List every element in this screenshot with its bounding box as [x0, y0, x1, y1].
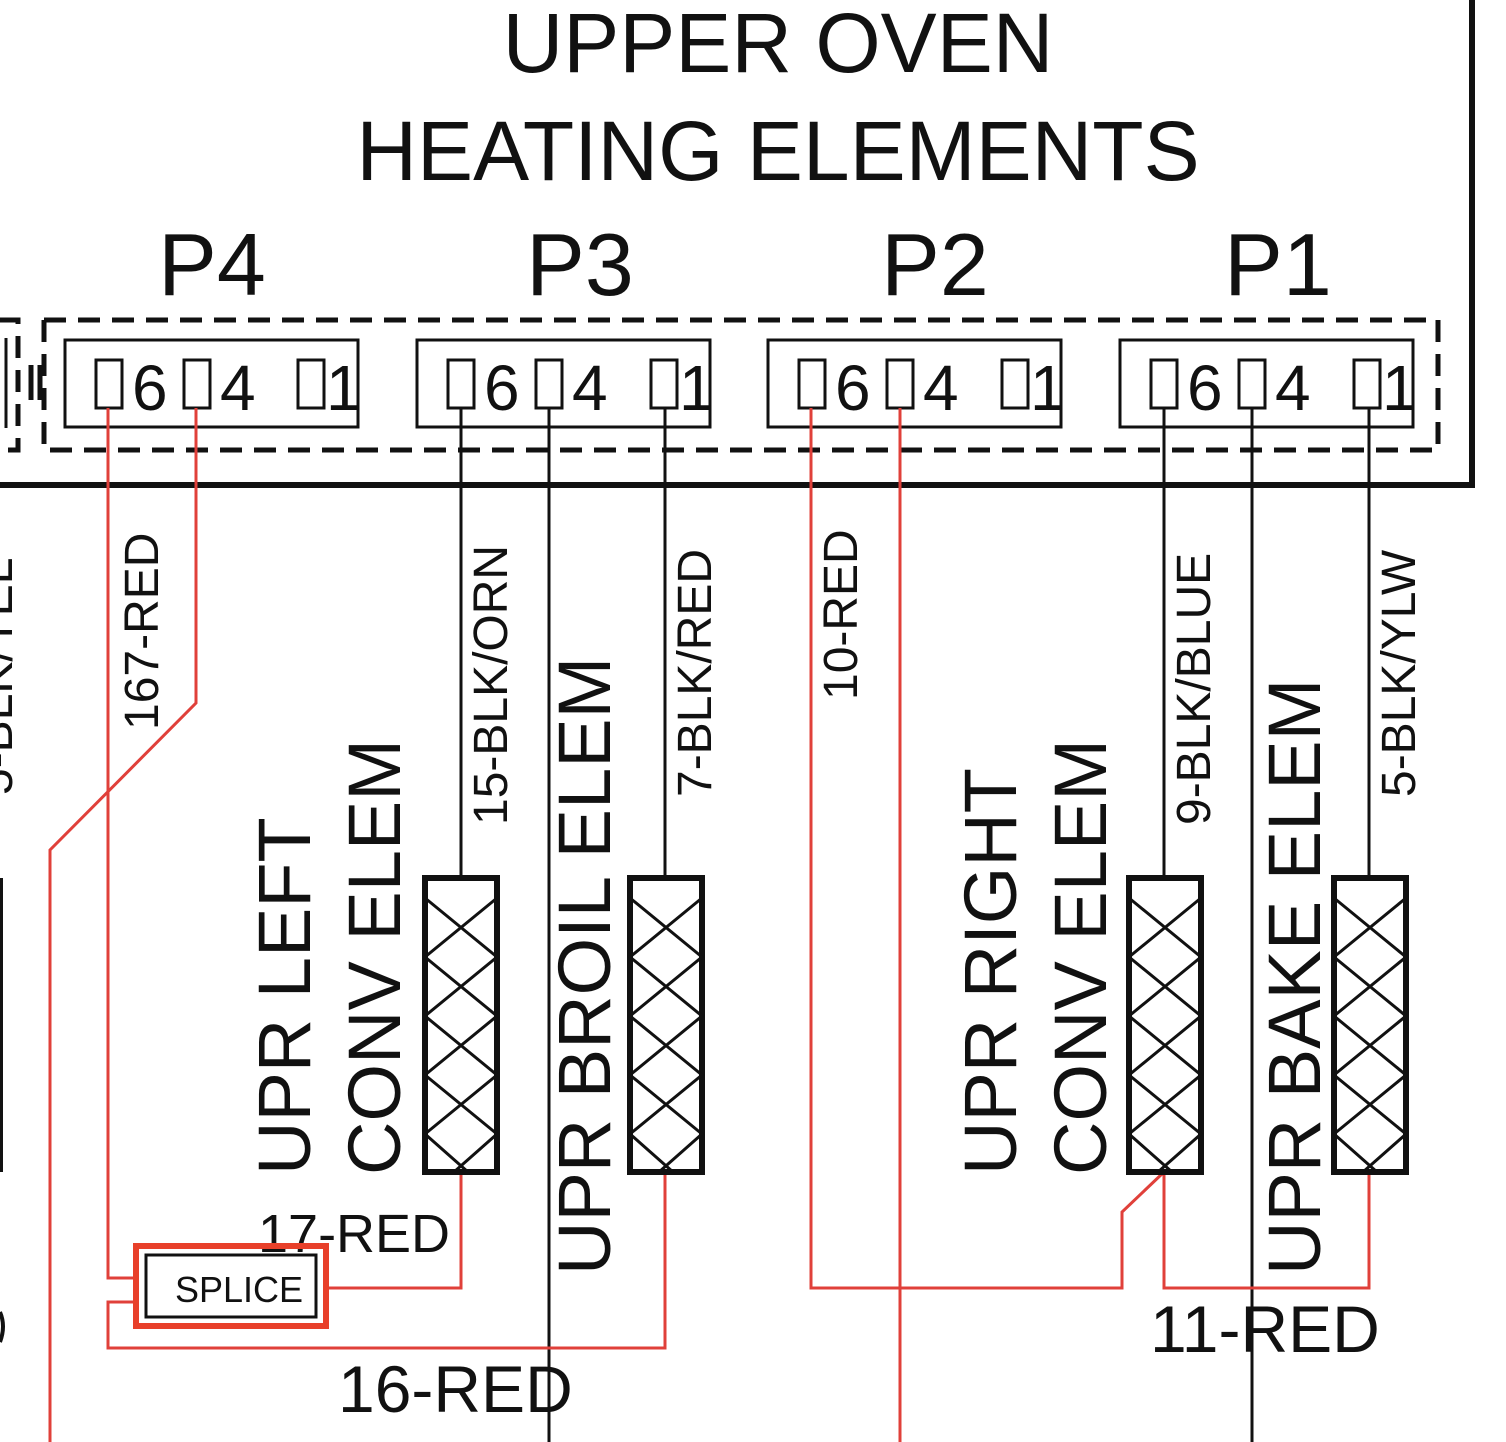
- wire-label-9-blk-blue: 9-BLK/BLUE: [1168, 553, 1221, 825]
- red-wires: [48, 408, 1371, 1442]
- pin-socket: [446, 358, 476, 410]
- element-broil: [627, 875, 705, 1175]
- wire-label-11-red: 11-RED: [1150, 1292, 1380, 1366]
- splice-label: SPLICE: [175, 1269, 303, 1310]
- wire-10-red: [809, 408, 1166, 1290]
- partial-fragment-left: [0, 1311, 5, 1343]
- black-wires: [459, 408, 1371, 1442]
- pin-socket: [885, 358, 915, 410]
- connector-name-p3: P3: [526, 215, 634, 314]
- pin-socket: [1352, 358, 1382, 410]
- oven-frame: [0, 0, 1475, 488]
- pin-socket: [534, 358, 564, 410]
- connector-name-p2: P2: [881, 215, 989, 314]
- pin-label: 6: [132, 352, 168, 424]
- connector-p3: 6 4 1: [415, 338, 715, 429]
- wire-label-167-red: 167-RED: [116, 533, 169, 730]
- pin-label: 1: [679, 352, 715, 424]
- pin-label: 6: [835, 352, 871, 424]
- splice: SPLICE: [133, 1243, 329, 1329]
- element-label-right-conv-1: UPR RIGHT: [949, 768, 1032, 1175]
- pin-socket: [182, 358, 212, 410]
- pin-socket: [797, 358, 827, 410]
- connector-name-p1: P1: [1224, 215, 1332, 314]
- element-label-right-conv-2: CONV ELEM: [1039, 739, 1122, 1175]
- element-label-left-conv-2: CONV ELEM: [333, 739, 416, 1175]
- pin-socket: [1237, 358, 1267, 410]
- wire-label-15-blk-orn: 15-BLK/ORN: [465, 545, 518, 825]
- pin-label: 4: [220, 352, 256, 424]
- element-bake: [1331, 875, 1409, 1175]
- wire-label-5-blk-ylw: 5-BLK/YLW: [1373, 549, 1426, 797]
- pin-socket: [1000, 358, 1030, 410]
- wire-label-partial-left: 5-BLK/YEL: [0, 558, 23, 795]
- element-right-conv: [1126, 875, 1204, 1175]
- connector-name-p4: P4: [158, 215, 266, 314]
- title-line-1: UPPER OVEN: [503, 0, 1054, 90]
- pin-socket: [296, 358, 326, 410]
- wire-label-10-red: 10-RED: [815, 529, 868, 700]
- wire-label-7-blk-red: 7-BLK/RED: [669, 549, 722, 797]
- pin-label: 1: [1030, 352, 1066, 424]
- pin-socket: [649, 358, 679, 410]
- wire-from-p4-pin4: [48, 408, 198, 1442]
- pin-label: 6: [484, 352, 520, 424]
- pin-label: 1: [326, 352, 362, 424]
- pin-label: 6: [1187, 352, 1223, 424]
- title-line-2: HEATING ELEMENTS: [356, 104, 1199, 198]
- connector-p2: 6 4 1: [766, 338, 1066, 429]
- wire-11-red: [1162, 1172, 1371, 1290]
- wire-167-red: [106, 408, 138, 1280]
- connector-p4: 6 4 1: [63, 338, 362, 429]
- wire-label-16-red: 16-RED: [338, 1352, 573, 1426]
- wire-16-red: [106, 1172, 667, 1350]
- element-label-bake: UPR BAKE ELEM: [1253, 679, 1336, 1275]
- pin-socket: [94, 358, 124, 410]
- pin-label: 4: [572, 352, 608, 424]
- element-left-conv: [422, 875, 500, 1175]
- wire-17-red: [326, 1172, 463, 1290]
- element-label-left-conv-1: UPR LEFT: [243, 817, 326, 1175]
- pin-label: 1: [1382, 352, 1418, 424]
- harness-dashed-outline: [0, 317, 1441, 453]
- pin-label: 4: [1275, 352, 1311, 424]
- pin-label: 4: [923, 352, 959, 424]
- pin-socket: [1149, 358, 1179, 410]
- element-label-broil: UPR BROIL ELEM: [543, 657, 626, 1275]
